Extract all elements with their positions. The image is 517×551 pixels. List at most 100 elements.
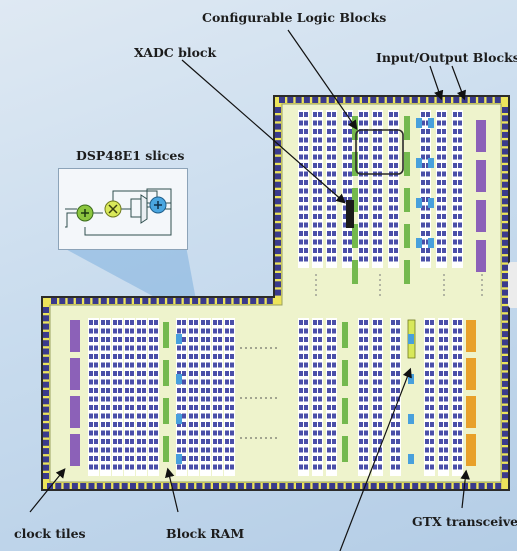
clb-cell [137, 439, 141, 444]
clb-cell [106, 337, 110, 342]
clb-cell [213, 388, 217, 393]
clb-cell [394, 154, 398, 160]
clb-cell [458, 345, 462, 351]
clb-cell [106, 439, 110, 444]
io-pad [395, 483, 402, 489]
clb-cell [318, 354, 322, 359]
clb-cell [421, 112, 425, 117]
clb-cell [318, 456, 322, 461]
io-pad [502, 273, 508, 279]
dsp-slice [408, 414, 414, 424]
clb-cell [332, 222, 336, 228]
io-pad [353, 97, 360, 103]
clb-cell [194, 430, 198, 436]
clb-cell [299, 197, 303, 202]
clb-cell [318, 154, 322, 160]
clb-cell [154, 439, 158, 444]
clb-cell [304, 388, 308, 393]
dsp-mux [140, 194, 148, 224]
clock-tiles-label: clock tiles [14, 526, 86, 541]
io-pad [43, 448, 49, 455]
clock-tile [70, 358, 80, 390]
clb-cell [389, 188, 393, 194]
clb-cell [230, 422, 234, 427]
clb-cell [313, 137, 317, 143]
clb-column [438, 318, 449, 476]
clb-cell [189, 320, 193, 325]
io-pad [43, 464, 49, 471]
clb-cell [225, 413, 229, 419]
clb-column [358, 110, 369, 268]
clb-cell [106, 328, 110, 334]
clb-cell [439, 396, 443, 402]
clb-column [298, 110, 309, 268]
clb-cell [106, 413, 110, 419]
clb-cell [373, 422, 377, 427]
clb-cell [430, 371, 434, 376]
clb-cell [318, 171, 322, 177]
io-pad [345, 483, 352, 489]
clb-cell [364, 439, 368, 444]
clb-cell [348, 248, 352, 253]
clb-cell [89, 396, 93, 402]
clb-cell [332, 456, 336, 461]
clb-cell [213, 396, 217, 402]
clb-cell [421, 188, 425, 194]
clb-cell [458, 171, 462, 177]
io-pad [486, 483, 493, 489]
clb-cell [332, 188, 336, 194]
clb-cell [364, 180, 368, 185]
clb-cell [101, 371, 105, 376]
io-pad [279, 97, 285, 103]
clb-cell [444, 328, 448, 334]
clb-cell [327, 405, 331, 410]
clb-cell [201, 447, 205, 453]
clb-cell [89, 430, 93, 436]
clb-cell [444, 405, 448, 410]
clb-cell [439, 405, 443, 410]
clb-cell [453, 256, 457, 262]
clb-cell [125, 439, 129, 444]
io-pad [469, 97, 476, 103]
clb-cell [149, 354, 153, 359]
clb-cell [364, 379, 368, 385]
clb-cell [304, 112, 308, 117]
clb-cell [304, 120, 308, 126]
clb-cell [430, 354, 434, 359]
clb-cell [364, 413, 368, 419]
clb-cell [359, 248, 363, 253]
bram-label: Block RAM [166, 526, 245, 541]
io-pad [88, 483, 95, 489]
clb-cell [113, 422, 117, 427]
bram-arrow [164, 467, 179, 513]
clb-cell [343, 248, 347, 253]
clb-cell [201, 354, 205, 359]
io-pad [387, 483, 394, 489]
clb-cell [364, 137, 368, 143]
clb-cell [177, 328, 181, 334]
clb-cell [101, 354, 105, 359]
clb-cell [444, 362, 448, 368]
clb-cell [426, 180, 430, 185]
clb-cell [453, 464, 457, 470]
clb-cell [391, 337, 395, 342]
io-pad [502, 372, 508, 379]
clb-cell [125, 430, 129, 436]
clb-cell [101, 362, 105, 368]
clb-cell [348, 163, 352, 168]
io-pad [275, 140, 281, 147]
clb-cell [299, 388, 303, 393]
io-pad [208, 298, 215, 304]
io-pad [275, 289, 281, 296]
io-pad [275, 181, 281, 188]
clb-cell [437, 163, 441, 168]
clb-cell [343, 222, 347, 228]
clb-cell [394, 205, 398, 211]
io-pad [287, 483, 294, 489]
clb-cell [182, 371, 186, 376]
io-pad [43, 365, 49, 372]
io-pad [304, 483, 311, 489]
clb-cell [154, 328, 158, 334]
clb-cell [327, 371, 331, 376]
clb-cell [154, 320, 158, 325]
